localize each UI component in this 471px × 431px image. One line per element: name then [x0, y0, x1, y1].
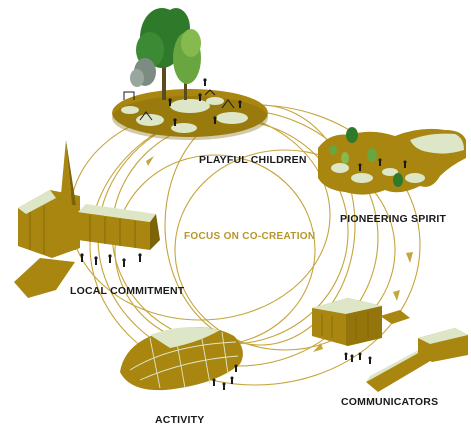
arrow-icon — [393, 290, 400, 301]
activity-dome-illustration — [120, 326, 243, 391]
node-label-pioneering-spirit: PIONEERING SPIRIT — [340, 213, 447, 225]
pioneering-landscape-illustration — [318, 127, 466, 195]
communicators-buildings-illustration — [312, 298, 468, 392]
arrow-icon — [406, 252, 413, 263]
arrow-icon — [146, 156, 154, 166]
church-illustration — [14, 140, 160, 298]
node-label-local-commitment: LOCAL COMMITMENT — [70, 285, 185, 297]
center-label: FOCUS ON CO-CREATION — [184, 231, 316, 242]
playground-illustration — [112, 8, 268, 140]
orbit-ring — [174, 149, 396, 351]
node-label-playful-children: PLAYFUL CHILDREN — [199, 154, 307, 166]
node-label-activity: ACTIVITY — [155, 414, 205, 426]
node-label-communicators: COMMUNICATORS — [341, 396, 439, 408]
arrow-icon — [313, 343, 323, 352]
orbit-ring — [114, 154, 316, 346]
